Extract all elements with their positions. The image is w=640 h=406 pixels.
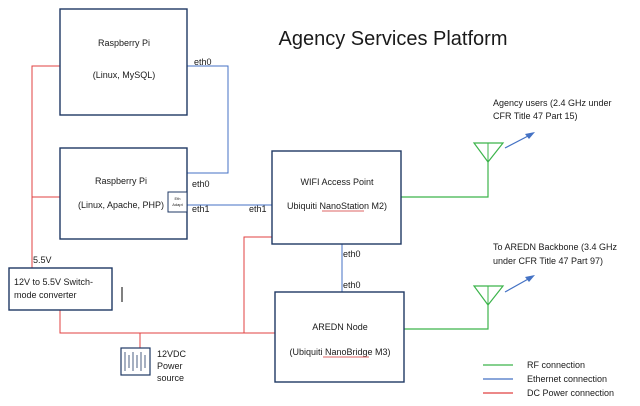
rf-wire-node-antenna (404, 305, 489, 330)
ap-eth0-label: eth0 (343, 249, 361, 259)
legend-eth-label: Ethernet connection (527, 374, 607, 384)
ap-name: WIFI Access Point (300, 177, 374, 187)
dc-power-wiring (31, 65, 275, 348)
eth-wire-pi1-pi2 (187, 65, 229, 174)
power-label-3: source (157, 373, 184, 383)
antenna-bottom-label-2: under CFR Title 47 Part 97) (493, 256, 603, 266)
ap-model: Ubiquiti NanoStation M2) (287, 201, 387, 211)
rf-wiring (401, 162, 489, 330)
dc-wire-pi1 (31, 65, 60, 268)
switch-mode-converter: 12V to 5.5V Switch- mode converter 5.5V (8, 255, 113, 311)
wifi-access-point: WIFI Access Point Ubiquiti NanoStation M… (249, 150, 402, 259)
pi1-eth0-label: eth0 (194, 57, 212, 67)
raspberry-pi-2: Raspberry Pi (Linux, Apache, PHP) Eth Ad… (59, 147, 210, 240)
pi2-eth0-label: eth0 (192, 179, 210, 189)
legend: RF connection Ethernet connection DC Pow… (483, 360, 614, 398)
antenna-top: Agency users (2.4 GHz under CFR Title 47… (472, 98, 612, 163)
adapter-label-2: Adapt (172, 202, 183, 207)
usb-eth-adapter (167, 191, 188, 213)
converter-label-1: 12V to 5.5V Switch- (14, 277, 93, 287)
node-name: AREDN Node (312, 322, 368, 332)
pi2-software: (Linux, Apache, PHP) (78, 200, 164, 210)
antenna-bottom: To AREDN Backbone (3.4 GHz under CFR Tit… (472, 242, 618, 306)
signal-arrow-top (504, 134, 531, 149)
power-label-2: Power (157, 361, 183, 371)
power-label-1: 12VDC (157, 349, 187, 359)
ap-eth1-label: eth1 (249, 204, 267, 214)
rf-wire-ap-antenna (401, 162, 489, 198)
pi1-name: Raspberry Pi (98, 38, 150, 48)
dc-wire-converter-node (59, 310, 275, 334)
diagram-title: Agency Services Platform (279, 28, 508, 50)
pi2-name: Raspberry Pi (95, 176, 147, 186)
antenna-top-label-2: CFR Title 47 Part 15) (493, 111, 578, 121)
power-source: 12VDC Power source (120, 347, 187, 383)
converter-voltage: 5.5V (33, 255, 52, 265)
antenna-bottom-label-1: To AREDN Backbone (3.4 GHz (493, 242, 618, 252)
ethernet-wiring (187, 65, 343, 292)
antenna-top-label-1: Agency users (2.4 GHz under (493, 98, 612, 108)
dc-wire-ap (243, 236, 272, 333)
signal-arrow-bottom (504, 277, 531, 293)
adapter-label-1: Eth (174, 196, 180, 201)
aredn-node: AREDN Node (Ubiquiti NanoBridge M3) eth0 (274, 280, 405, 383)
node-eth0-label: eth0 (343, 280, 361, 290)
legend-dc-label: DC Power connection (527, 388, 614, 398)
pi2-eth1-label: eth1 (192, 204, 210, 214)
raspberry-pi-1: Raspberry Pi (Linux, MySQL) eth0 (59, 8, 212, 116)
converter-label-2: mode converter (14, 290, 77, 300)
pi1-software: (Linux, MySQL) (93, 70, 156, 80)
legend-rf-label: RF connection (527, 360, 585, 370)
node-model: (Ubiquiti NanoBridge M3) (289, 347, 390, 357)
